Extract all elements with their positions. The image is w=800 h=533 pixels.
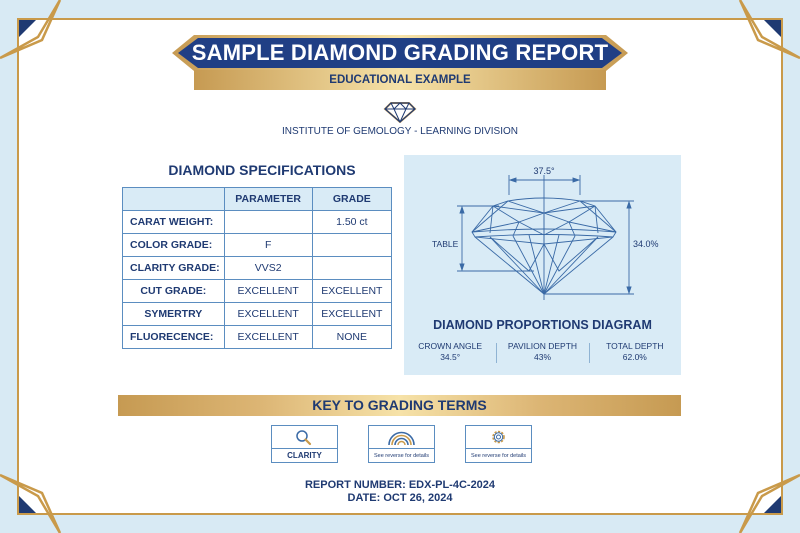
metric-total-depth: TOTAL DEPTH 62.0% [588,341,681,363]
row-grade [311,256,393,280]
column-header-grade: GRADE [311,187,393,211]
key-item-color: See reverse for details [368,425,435,463]
metric-label: PAVILION DEPTH [507,341,578,351]
metric-value: 62.0% [622,352,647,362]
row-grade: 1.50 ct [311,210,393,234]
metric-crown-angle: CROWN ANGLE 34.5° [404,341,496,363]
report-subtitle: EDUCATIONAL EXAMPLE [329,74,471,86]
row-grade [311,233,393,257]
row-label: SYMERTRY [122,302,225,326]
row-label: FLUORECENCE: [122,325,225,349]
metric-label: TOTAL DEPTH [606,341,664,351]
diamond-proportions-diagram: 37.5° TABLE 34.0% [432,166,659,300]
row-parameter: EXCELLENT [223,302,313,326]
row-parameter [223,210,313,234]
proportions-diagram-panel: 37.5° TABLE 34.0% DIAMOND PROPORTIONS DI… [404,155,681,375]
report-date: DATE: OCT 26, 2024 [347,492,453,504]
table-header-row: PARAMETER GRADE [122,187,393,211]
table-row: COLOR GRADE: F [122,233,393,257]
column-header-parameter: PARAMETER [223,187,313,211]
report-number: REPORT NUMBER: EDX-PL-4C-2024 [304,479,496,491]
row-label: COLOR GRADE: [122,233,225,257]
proportion-metrics: CROWN ANGLE 34.5° PAVILION DEPTH 43% TOT… [404,341,681,363]
table-label: TABLE [432,239,459,249]
specifications-table: PARAMETER GRADE CARAT WEIGHT: 1.50 ct CO… [122,187,393,349]
metric-value: 43% [533,352,551,362]
rainbow-icon [388,431,415,446]
institute-name: INSTITUTE OF GEMOLOGY - LEARNING DIVISIO… [282,126,518,137]
key-title-bar: KEY TO GRADING TERMS [118,395,681,416]
key-item-label: CLARITY [272,448,337,463]
specifications-title: DIAMOND SPECIFICATIONS [168,162,356,178]
row-label: CARAT WEIGHT: [122,210,225,234]
row-parameter: EXCELLENT [223,325,313,349]
row-label: CUT GRADE: [122,279,225,303]
gear-icon [492,430,505,444]
row-grade: EXCELLENT [311,302,393,326]
row-label: CLARITY GRADE: [122,256,225,280]
table-row: CARAT WEIGHT: 1.50 ct [122,210,393,234]
row-grade: EXCELLENT [311,279,393,303]
key-item-label: See reverse for details [466,448,531,463]
magnifier-icon [296,430,312,446]
key-item-cut: See reverse for details [465,425,532,463]
depth-label: 34.0% [633,239,659,249]
table-row: FLUORECENCE: EXCELLENT NONE [122,325,393,349]
metric-value: 34.5° [440,352,461,362]
row-grade: NONE [311,325,393,349]
report-title: SAMPLE DIAMOND GRADING REPORT [191,40,609,65]
row-parameter: F [223,233,313,257]
table-row: CUT GRADE: EXCELLENT EXCELLENT [122,279,393,303]
diamond-icon [383,102,417,123]
metric-label: CROWN ANGLE [418,341,483,351]
column-header [122,187,225,211]
title-banner: SAMPLE DIAMOND GRADING REPORT EDUCATIONA… [172,33,628,95]
row-parameter: VVS2 [223,256,313,280]
top-width-label: 37.5° [533,166,555,176]
table-row: SYMERTRY EXCELLENT EXCELLENT [122,302,393,326]
row-parameter: EXCELLENT [223,279,313,303]
key-item-label: See reverse for details [369,448,434,463]
metric-pavilion-depth: PAVILION DEPTH 43% [496,341,588,363]
table-row: CLARITY GRADE: VVS2 [122,256,393,280]
diagram-title: DIAMOND PROPORTIONS DIAGRAM [433,318,652,332]
key-item-clarity: CLARITY [271,425,338,463]
